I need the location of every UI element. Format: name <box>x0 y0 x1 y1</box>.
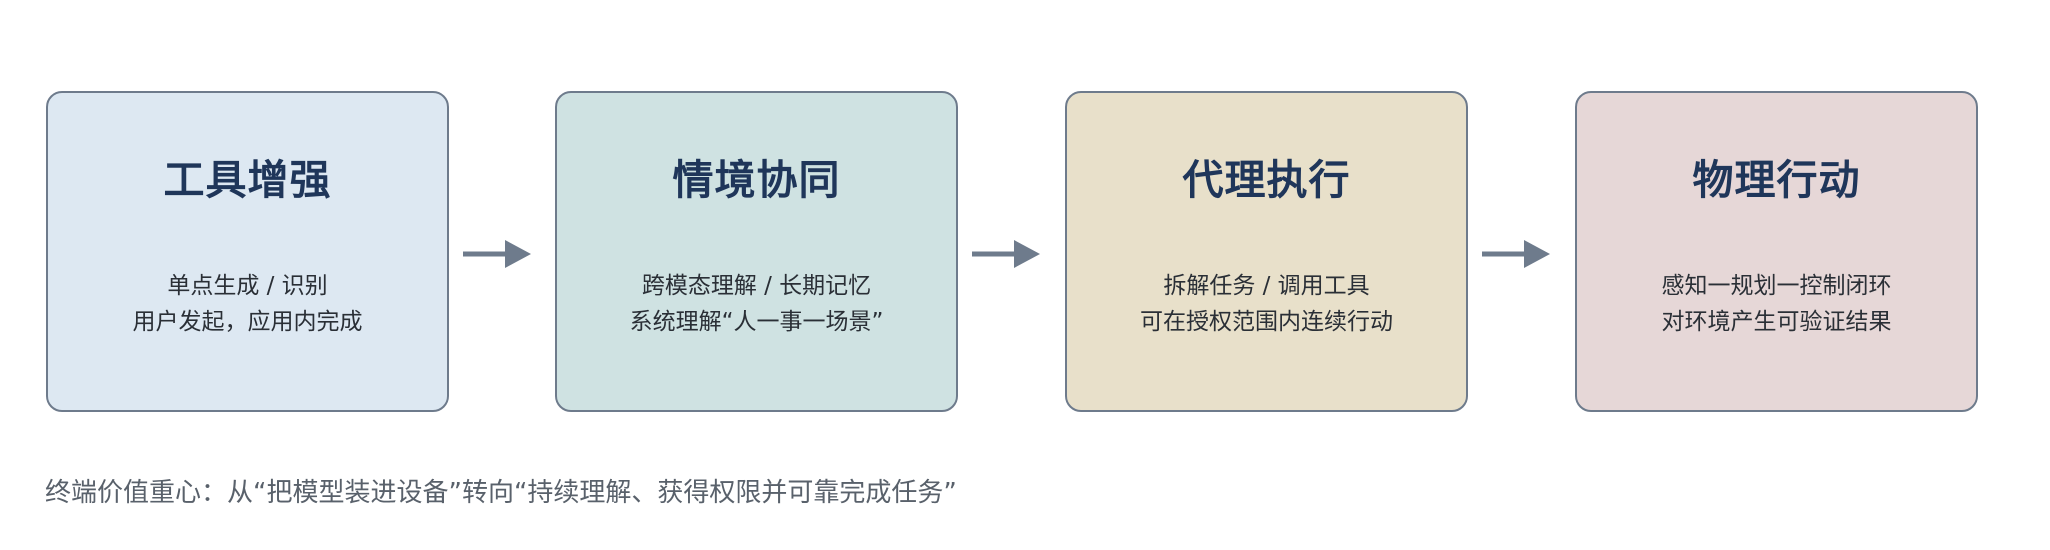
stage-description-line-1: 单点生成 / 识别 <box>167 273 328 299</box>
stage-card-tool-enhancement: 工具增强 单点生成 / 识别 用户发起，应用内完成 <box>46 91 449 412</box>
stage-card-context-collaboration: 情境协同 跨模态理解 / 长期记忆 系统理解“人一事一场景” <box>555 91 958 412</box>
arrow-right-icon <box>463 237 533 271</box>
stage-description-line-1: 跨模态理解 / 长期记忆 <box>641 273 872 299</box>
stage-title: 工具增强 <box>163 156 332 204</box>
stage-description-line-2: 系统理解“人一事一场景” <box>629 309 884 335</box>
stage-card-physical-action: 物理行动 感知一规划一控制闭环 对环境产生可验证结果 <box>1575 91 1978 412</box>
footer-note: 终端价值重心：从“把模型装进设备”转向“持续理解、获得权限并可靠完成任务” <box>45 478 957 508</box>
stage-description-line-1: 拆解任务 / 调用工具 <box>1163 273 1370 299</box>
stage-description-line-2: 用户发起，应用内完成 <box>132 309 363 335</box>
arrow-right-icon <box>972 237 1042 271</box>
stage-title: 情境协同 <box>672 156 841 204</box>
stage-description-line-1: 感知一规划一控制闭环 <box>1661 273 1892 299</box>
arrow-right-icon <box>1482 237 1552 271</box>
stage-title: 代理执行 <box>1182 156 1351 204</box>
stage-description-line-2: 可在授权范围内连续行动 <box>1140 309 1393 335</box>
stage-description-line-2: 对环境产生可验证结果 <box>1661 309 1892 335</box>
stage-title: 物理行动 <box>1692 156 1861 204</box>
stage-card-agent-execution: 代理执行 拆解任务 / 调用工具 可在授权范围内连续行动 <box>1065 91 1468 412</box>
